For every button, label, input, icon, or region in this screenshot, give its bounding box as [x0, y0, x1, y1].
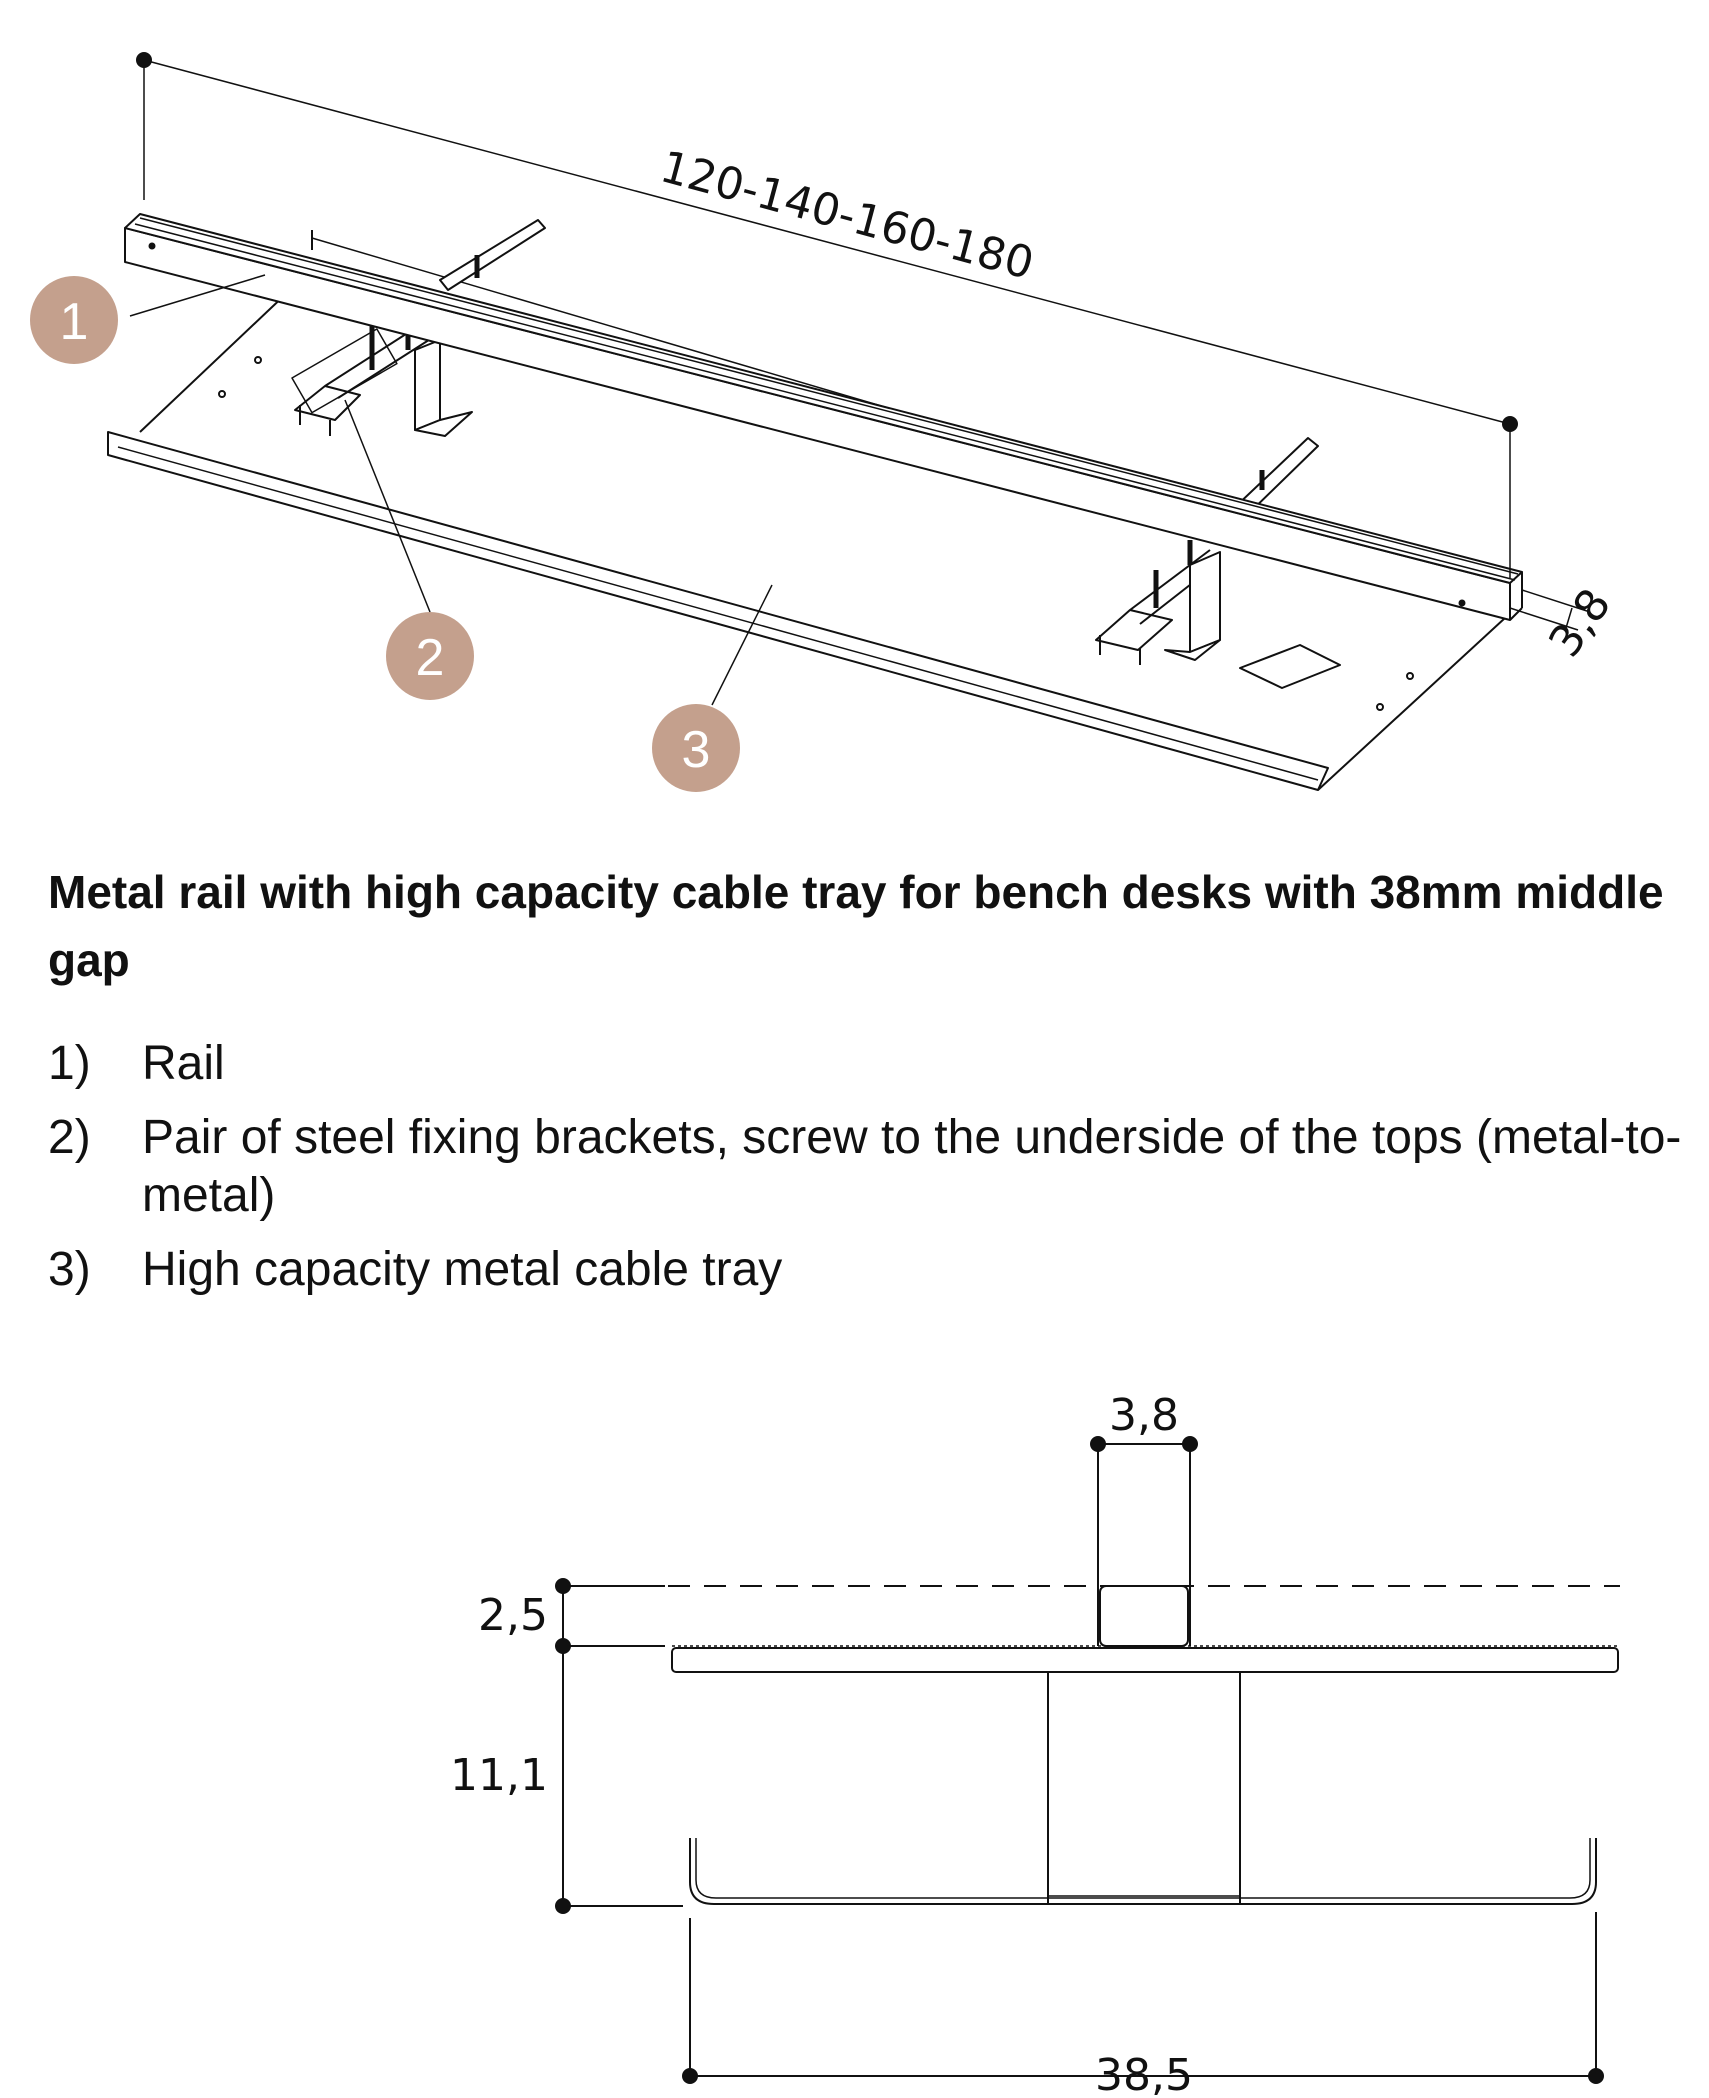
item-number: 1) [48, 1037, 91, 1090]
list-item: 2) Pair of steel fixing brackets, screw … [48, 1109, 1688, 1225]
tray-height-label: 11,1 [450, 1750, 548, 1801]
svg-text:1: 1 [60, 293, 89, 351]
svg-text:3: 3 [682, 721, 711, 779]
item-text: Rail [142, 1037, 225, 1090]
length-dimension-label: 120-140-160-180 [655, 141, 1039, 290]
cable-tray [107, 230, 1506, 791]
svg-text:2: 2 [416, 629, 445, 687]
height-dimensions [562, 1585, 683, 1907]
top-thickness-label: 2,5 [478, 1590, 548, 1641]
leader-2 [344, 399, 431, 613]
tray-profile [689, 1838, 1597, 1905]
list-item: 3) High capacity metal cable tray [48, 1241, 1688, 1299]
leader-3 [711, 584, 773, 706]
callout-1: 1 [30, 276, 118, 364]
item-text: High capacity metal cable tray [142, 1243, 783, 1296]
dimension-endpoint [1502, 416, 1518, 432]
dimension-endpoints [555, 1436, 1604, 2084]
gap-width-dimension [1097, 1443, 1191, 1646]
product-heading: Metal rail with high capacity cable tray… [48, 866, 1664, 986]
rail-profile [1099, 1585, 1189, 1647]
gap-dimension [1509, 589, 1591, 631]
grommet-opening [1239, 644, 1341, 689]
tray-width-label: 38,5 [1095, 2050, 1193, 2098]
tray-width-dimension [689, 1912, 1597, 2077]
isometric-drawing: 120-140-160-180 3,8 1 2 3 [30, 52, 1621, 792]
bracket-profile [1047, 1671, 1241, 1905]
item-number: 3) [48, 1243, 91, 1296]
callout-3: 3 [652, 704, 740, 792]
gap-width-label: 3,8 [1109, 1390, 1179, 1441]
gap-dimension-label: 3,8 [1539, 580, 1621, 667]
support-plate [671, 1647, 1619, 1673]
list-item: 1) Rail [48, 1035, 1688, 1093]
rail [124, 213, 1523, 621]
item-number: 2) [48, 1111, 91, 1164]
leader-1 [129, 274, 266, 317]
length-dimension [143, 59, 1511, 578]
parts-list: 1) Rail 2) Pair of steel fixing brackets… [48, 1035, 1688, 1315]
dimension-endpoint [136, 52, 152, 68]
section-drawing: 3,8 2,5 11,1 38,5 [450, 1390, 1620, 2098]
bracket-left [291, 219, 546, 437]
callout-2: 2 [386, 612, 474, 700]
item-text: Pair of steel fixing brackets, screw to … [142, 1111, 1682, 1222]
